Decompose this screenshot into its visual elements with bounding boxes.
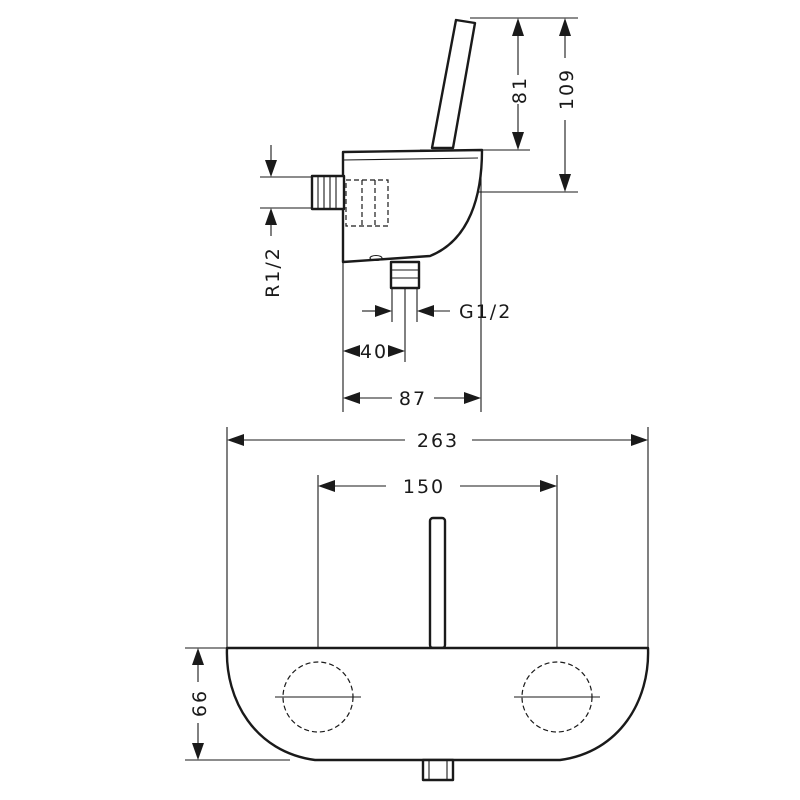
- outlet-bottom: [421, 758, 455, 782]
- hidden-cartridge: [345, 179, 389, 227]
- body-screw: [369, 254, 383, 262]
- dim-label-g12: G1/2: [459, 301, 512, 323]
- arrow: [343, 392, 360, 404]
- dim-label-263: 263: [417, 430, 459, 452]
- dim-263: 263: [227, 430, 648, 452]
- arrow: [318, 480, 335, 492]
- dim-label-150: 150: [403, 476, 445, 498]
- front-view: 263 150 66: [185, 427, 650, 782]
- arrow: [417, 305, 434, 317]
- arrow: [192, 743, 204, 760]
- outlet-nozzle: [389, 260, 421, 290]
- dim-label-87: 87: [399, 388, 427, 410]
- inlet-thread: [310, 174, 346, 211]
- dim-r12: R1/2: [262, 145, 284, 298]
- arrow: [559, 174, 571, 192]
- dim-label-81: 81: [509, 76, 531, 104]
- arrow: [631, 434, 648, 446]
- dim-81: 81: [509, 18, 531, 150]
- arrow: [375, 305, 392, 317]
- arrow: [343, 345, 360, 357]
- arrow: [265, 208, 277, 225]
- arrow: [512, 18, 524, 36]
- dim-label-40: 40: [360, 341, 388, 363]
- dim-g12: G1/2: [362, 301, 512, 323]
- dim-66: 66: [189, 648, 211, 760]
- arrow: [540, 480, 557, 492]
- arrow: [265, 160, 277, 177]
- arrow: [388, 345, 405, 357]
- dim-109: 109: [556, 18, 578, 192]
- body-top-edge: [342, 157, 479, 161]
- dim-87: 87: [343, 388, 481, 410]
- arrow: [512, 132, 524, 150]
- lever-rod: [428, 516, 447, 650]
- dim-label-109: 109: [556, 68, 578, 110]
- mixer-body-front: [225, 646, 650, 762]
- dim-40: 40: [343, 341, 405, 363]
- side-view: 81 109 R1/2 G1/2: [260, 17, 578, 412]
- arrow: [559, 18, 571, 36]
- arrow: [227, 434, 244, 446]
- dim-label-66: 66: [189, 689, 211, 717]
- dim-label-r12: R1/2: [262, 246, 284, 298]
- lever-handle: [430, 18, 477, 150]
- mixer-body-side: [341, 148, 484, 264]
- dim-150: 150: [318, 476, 557, 498]
- arrow: [464, 392, 481, 404]
- arrow: [192, 648, 204, 665]
